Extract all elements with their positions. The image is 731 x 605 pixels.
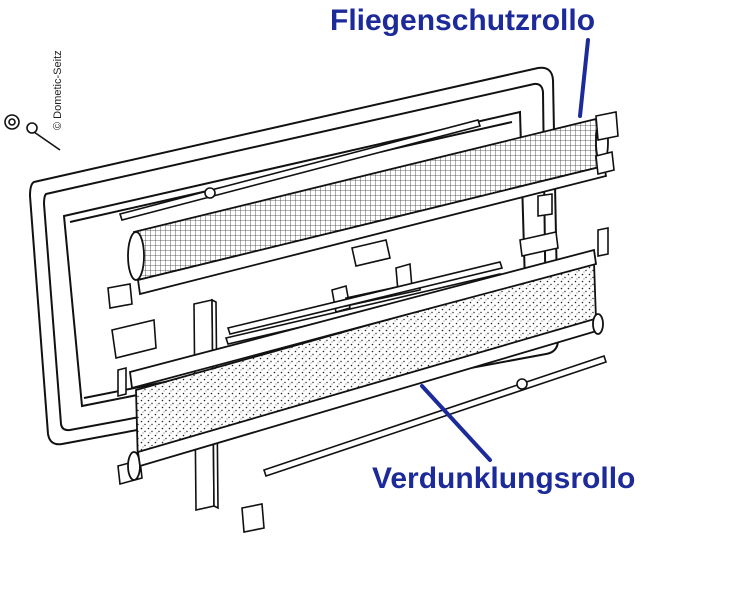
blackout-blind	[127, 248, 604, 481]
pointer-insect-screen	[578, 38, 590, 118]
label-insect-screen: Fliegenschutzrollo	[330, 4, 596, 37]
lower-rod	[262, 354, 608, 478]
label-blackout-blind: Verdunklungsrollo	[372, 462, 636, 495]
insect-screen-roller	[127, 116, 609, 296]
top-rod	[118, 119, 482, 221]
screw-and-nut	[4, 114, 61, 151]
pointer-lines	[420, 38, 590, 462]
copyright-notice: © Dometic-Seitz	[52, 50, 64, 130]
pointer-blackout-blind	[420, 384, 492, 462]
